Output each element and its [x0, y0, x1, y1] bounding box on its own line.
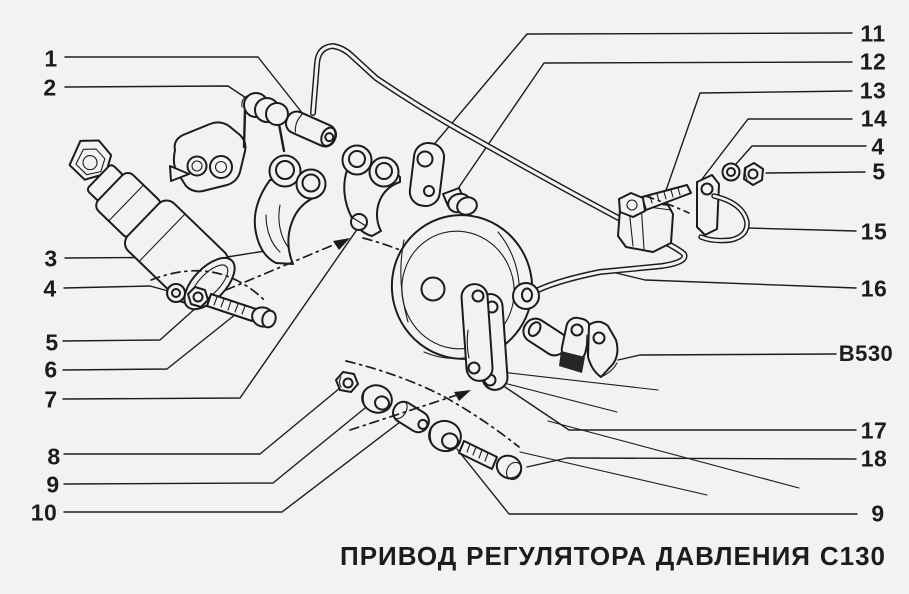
figure-caption: ПРИВОД РЕГУЛЯТОРА ДАВЛЕНИЯ С130 [340, 541, 886, 572]
callout-13: 13 [859, 77, 887, 104]
callout-1: 1 [44, 45, 58, 72]
callout-11: 11 [860, 20, 886, 47]
callout-7: 7 [44, 386, 58, 413]
callout-6: 6 [44, 356, 58, 383]
part-lever-large [253, 154, 327, 265]
callout-17: 17 [860, 417, 888, 444]
part-rod [310, 43, 688, 310]
part-washer-right [721, 162, 741, 182]
part-bushing-lower [428, 419, 462, 453]
part-pressure-regulator [68, 121, 247, 311]
caption-word: РЕГУЛЯТОРА [466, 541, 647, 571]
part-bolt-long [206, 293, 277, 329]
callout-9-right: 9 [871, 500, 885, 527]
part-washer-left [166, 283, 186, 303]
callout-15: 15 [860, 218, 888, 245]
caption-word: ПРИВОД [340, 541, 458, 571]
callout-14: 14 [860, 105, 888, 132]
part-nut-right [743, 162, 764, 186]
regulator-notch [169, 165, 190, 182]
part-nut-link [335, 371, 359, 393]
part-lever-small [341, 144, 401, 237]
part-bolt-small [442, 187, 478, 216]
callout-4-right: 4 [871, 133, 885, 160]
callout-2: 2 [43, 74, 57, 101]
callout-b530: B530 [838, 341, 894, 366]
assembly-arrow-line [225, 242, 339, 291]
callout-4-left: 4 [43, 275, 57, 302]
part-link [460, 283, 509, 391]
callout-18: 18 [860, 445, 888, 472]
assembly-arrow-head [333, 238, 350, 250]
callout-9-left: 9 [46, 471, 60, 498]
axle-contour-lines [491, 370, 800, 496]
caption-word: С130 [819, 541, 886, 571]
callout-16: 16 [860, 275, 888, 302]
part-pin [284, 110, 338, 148]
part-bushing-upper [361, 384, 393, 414]
part-clamp-bracket [696, 174, 750, 244]
callout-3: 3 [44, 245, 58, 272]
leader-lines [62, 32, 867, 515]
callout-10: 10 [30, 499, 58, 526]
callout-5-right: 5 [872, 158, 886, 185]
assembly-arrow-head [454, 390, 471, 401]
part-plate [408, 142, 446, 207]
part-bolt-clamp [618, 184, 692, 218]
callout-8: 8 [47, 443, 61, 470]
part-mount-assembly [522, 316, 619, 378]
assembly-arrow-line [349, 394, 458, 431]
dashed-guides [150, 195, 690, 448]
part-spacer-sleeve [392, 400, 430, 434]
part-nut-left [187, 286, 209, 308]
caption-word: ДАВЛЕНИЯ [655, 541, 811, 571]
callout-12: 12 [859, 48, 887, 75]
callout-5-left: 5 [45, 329, 59, 356]
part-spring [241, 92, 289, 153]
part-bolt-link [458, 440, 523, 481]
